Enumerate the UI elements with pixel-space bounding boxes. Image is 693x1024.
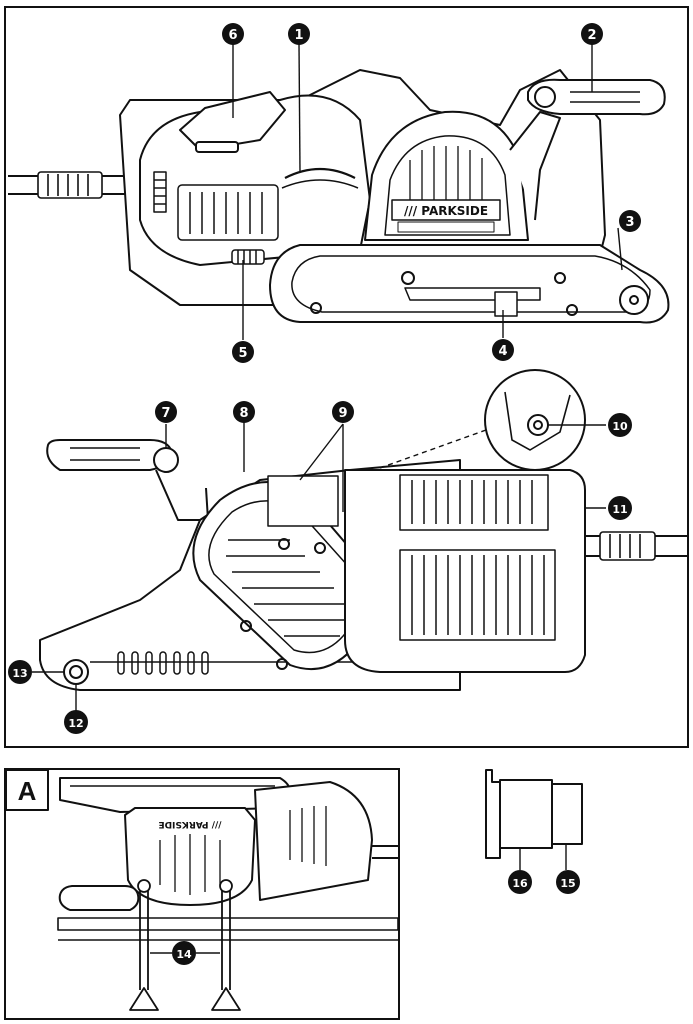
front-auxiliary-handle bbox=[527, 78, 666, 116]
motor-vent-ribs bbox=[177, 184, 279, 241]
callout-2-label: 2 bbox=[587, 28, 596, 43]
panel-a-cord bbox=[372, 845, 398, 859]
rear-roller-bolt bbox=[401, 271, 415, 285]
panel-a-handle bbox=[58, 885, 140, 911]
callout-8-label: 8 bbox=[239, 406, 248, 421]
callout-leaders-top bbox=[232, 43, 623, 340]
callout-5: 5 bbox=[232, 341, 254, 363]
belt-tension-slot bbox=[494, 291, 518, 317]
front-handle-knob bbox=[534, 86, 556, 108]
callout-16: 16 bbox=[508, 870, 532, 894]
callout-14: 14 bbox=[172, 941, 196, 965]
callout-13-label: 13 bbox=[12, 667, 27, 680]
callout-4: 4 bbox=[492, 339, 514, 361]
rear-vent-slots bbox=[153, 171, 167, 213]
callout-10: 10 bbox=[608, 413, 632, 437]
sanding-frame-accessory bbox=[485, 769, 583, 870]
upper-vent-grille bbox=[399, 474, 549, 531]
carbon-brush-cover bbox=[267, 475, 339, 527]
screw-clamps bbox=[129, 879, 241, 1011]
callout-5-label: 5 bbox=[238, 346, 247, 361]
callout-6: 6 bbox=[222, 23, 244, 45]
callout-15-label: 15 bbox=[560, 877, 575, 890]
callout-10-label: 10 bbox=[612, 420, 628, 433]
brand-plate-serration bbox=[397, 221, 495, 233]
oval-vent-lines bbox=[226, 539, 348, 637]
sander-opposite-view bbox=[39, 439, 688, 691]
sanding-frame-cap bbox=[551, 783, 583, 845]
callout-14-label: 14 bbox=[176, 948, 192, 961]
cord-grip-top bbox=[37, 171, 103, 199]
callout-badges: 1 2 3 4 5 6 7 8 9 10 11 12 13 14 15 bbox=[8, 23, 641, 965]
trigger-lock bbox=[195, 141, 239, 153]
sanding-belt bbox=[269, 244, 670, 324]
callout-11: 11 bbox=[608, 496, 632, 520]
callout-11-label: 11 bbox=[612, 503, 627, 516]
detail-magnifier bbox=[379, 369, 586, 471]
speed-regulator-wheel bbox=[231, 249, 265, 265]
brand-label: /// PARKSIDE bbox=[404, 204, 488, 218]
callout-1: 1 bbox=[288, 23, 310, 45]
on-off-trigger bbox=[284, 168, 356, 179]
sanding-frame-body bbox=[499, 779, 553, 849]
callout-12-label: 12 bbox=[68, 717, 83, 730]
callout-2: 2 bbox=[581, 23, 603, 45]
front-handle-left bbox=[46, 439, 173, 471]
cord-grip-middle bbox=[599, 531, 656, 561]
front-handle-locking-knob bbox=[153, 447, 179, 473]
brand-label-panel-a: /// PARKSIDE bbox=[158, 819, 221, 829]
lower-vent-grille bbox=[399, 549, 556, 641]
callout-13: 13 bbox=[8, 660, 32, 684]
callout-9: 9 bbox=[332, 401, 354, 423]
brand-plate bbox=[391, 199, 501, 221]
callout-3-label: 3 bbox=[625, 215, 634, 230]
callout-7: 7 bbox=[155, 401, 177, 423]
callout-15: 15 bbox=[556, 870, 580, 894]
panel-a-letter: A bbox=[18, 776, 37, 806]
base-slot-vents bbox=[117, 651, 209, 675]
rear-roller-knob bbox=[63, 659, 89, 685]
panel-a-label-box bbox=[5, 769, 49, 811]
panel-a-illustration bbox=[5, 769, 399, 1011]
callout-1-label: 1 bbox=[294, 28, 303, 43]
callout-8: 8 bbox=[233, 401, 255, 423]
front-roller bbox=[619, 285, 649, 315]
panel-a-workbench bbox=[57, 917, 399, 931]
callout-6-label: 6 bbox=[228, 28, 237, 43]
callout-12: 12 bbox=[64, 710, 88, 734]
callout-3: 3 bbox=[619, 210, 641, 232]
sanding-frame-plate bbox=[485, 769, 501, 859]
callout-16-label: 16 bbox=[512, 877, 528, 890]
callout-leaders-middle bbox=[32, 422, 606, 712]
sander-side-view bbox=[8, 69, 670, 324]
callout-9-label: 9 bbox=[338, 406, 347, 421]
callout-7-label: 7 bbox=[161, 406, 170, 421]
dome-vent-lines bbox=[409, 146, 483, 205]
belt-tension-lever bbox=[404, 287, 541, 301]
callout-4-label: 4 bbox=[498, 344, 507, 359]
